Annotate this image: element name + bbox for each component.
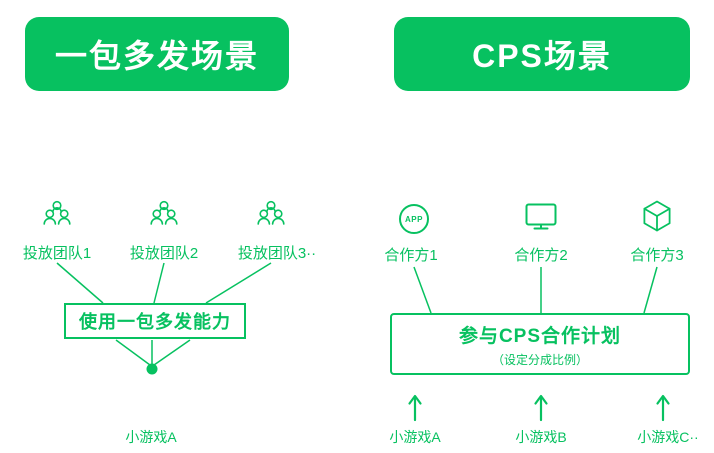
cube-icon (643, 200, 671, 232)
left-scenario-header: 一包多发场景 (25, 17, 289, 91)
right-game-label-2: 小游戏B (515, 429, 567, 445)
team-label-2: 投放团队2 (129, 245, 199, 262)
capability-box-label: 使用一包多发能力 (79, 312, 231, 332)
team-label-1: 投放团队1 (22, 245, 92, 262)
partner-label-3: 合作方3 (630, 247, 684, 264)
right-scenario-header: CPS场景 (394, 17, 690, 91)
app-circle-icon: APP (399, 204, 429, 234)
cps-plan-subtitle: （设定分成比例） (491, 352, 588, 367)
merge-dot (146, 363, 158, 375)
cps-plan-title: 参与CPS合作计划 (458, 325, 622, 347)
up-arrows (408, 394, 670, 422)
partner-label-2: 合作方2 (514, 247, 568, 264)
left-game-label: 小游戏A (125, 429, 177, 445)
cps-plan-box: 参与CPS合作计划 （设定分成比例） (390, 313, 690, 375)
right-game-label-3: 小游戏C·· (637, 429, 699, 445)
left-scenario-title: 一包多发场景 (54, 38, 259, 74)
right-game-label-1: 小游戏A (389, 429, 441, 445)
capability-box: 使用一包多发能力 (64, 303, 246, 339)
team-group-icon (257, 200, 285, 225)
team-group-icon (43, 200, 71, 225)
team-label-3: 投放团队3·· (237, 245, 317, 262)
monitor-icon (525, 203, 557, 230)
partner-label-1: 合作方1 (384, 247, 438, 264)
team-group-icon (150, 200, 178, 225)
app-circle-text: APP (405, 214, 423, 224)
right-scenario-title: CPS场景 (472, 38, 612, 74)
